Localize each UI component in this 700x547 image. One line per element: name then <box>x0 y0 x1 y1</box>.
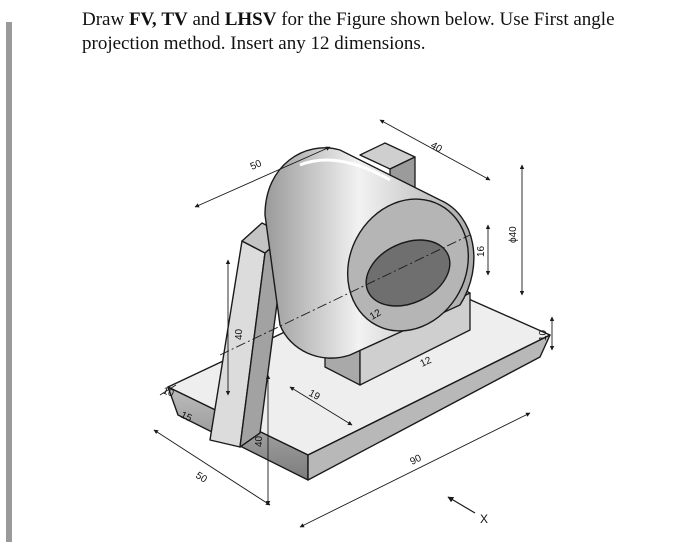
left-margin-bar <box>6 22 12 542</box>
dim-90: 90 <box>408 453 423 468</box>
dim-40-top: 40 <box>429 140 445 155</box>
isometric-figure: 10 15 50 40 40 50 40 19 12 12 90 16 ϕ40 … <box>140 95 570 545</box>
cylinder-bore <box>365 239 451 307</box>
dim-phi40: ϕ40 <box>508 226 519 243</box>
dimension-lines <box>153 119 555 528</box>
dimension-labels: 10 15 50 40 40 50 40 19 12 12 90 16 ϕ40 … <box>161 140 549 526</box>
dim-40-base: 40 <box>254 435 265 447</box>
dim-15: 15 <box>179 410 194 425</box>
question-text: Draw FV, TV and LHSV for the Figure show… <box>82 8 642 56</box>
question-lhsv: LHSV <box>224 9 277 30</box>
dim-50-top: 50 <box>249 158 264 173</box>
dim-12-boss: 12 <box>419 355 434 370</box>
question-part: for the Figure shown below. Use First an… <box>82 9 615 54</box>
dim-50-base: 50 <box>193 470 209 485</box>
direction-x-label: X <box>480 512 488 526</box>
question-part: and <box>187 9 225 30</box>
question-tv: TV <box>161 9 188 30</box>
dim-40-support: 40 <box>234 328 245 340</box>
dim-12-slot: 12 <box>368 307 384 322</box>
isometric-drawing: 10 15 50 40 40 50 40 19 12 12 90 16 ϕ40 … <box>153 119 555 528</box>
dim-16: 16 <box>476 245 487 257</box>
dim-10-left: 10 <box>161 385 176 399</box>
dim-10-right: 10 <box>538 329 549 341</box>
dim-19: 19 <box>307 388 322 403</box>
question-part: Draw <box>82 9 129 30</box>
question-fv: FV, <box>128 9 157 30</box>
